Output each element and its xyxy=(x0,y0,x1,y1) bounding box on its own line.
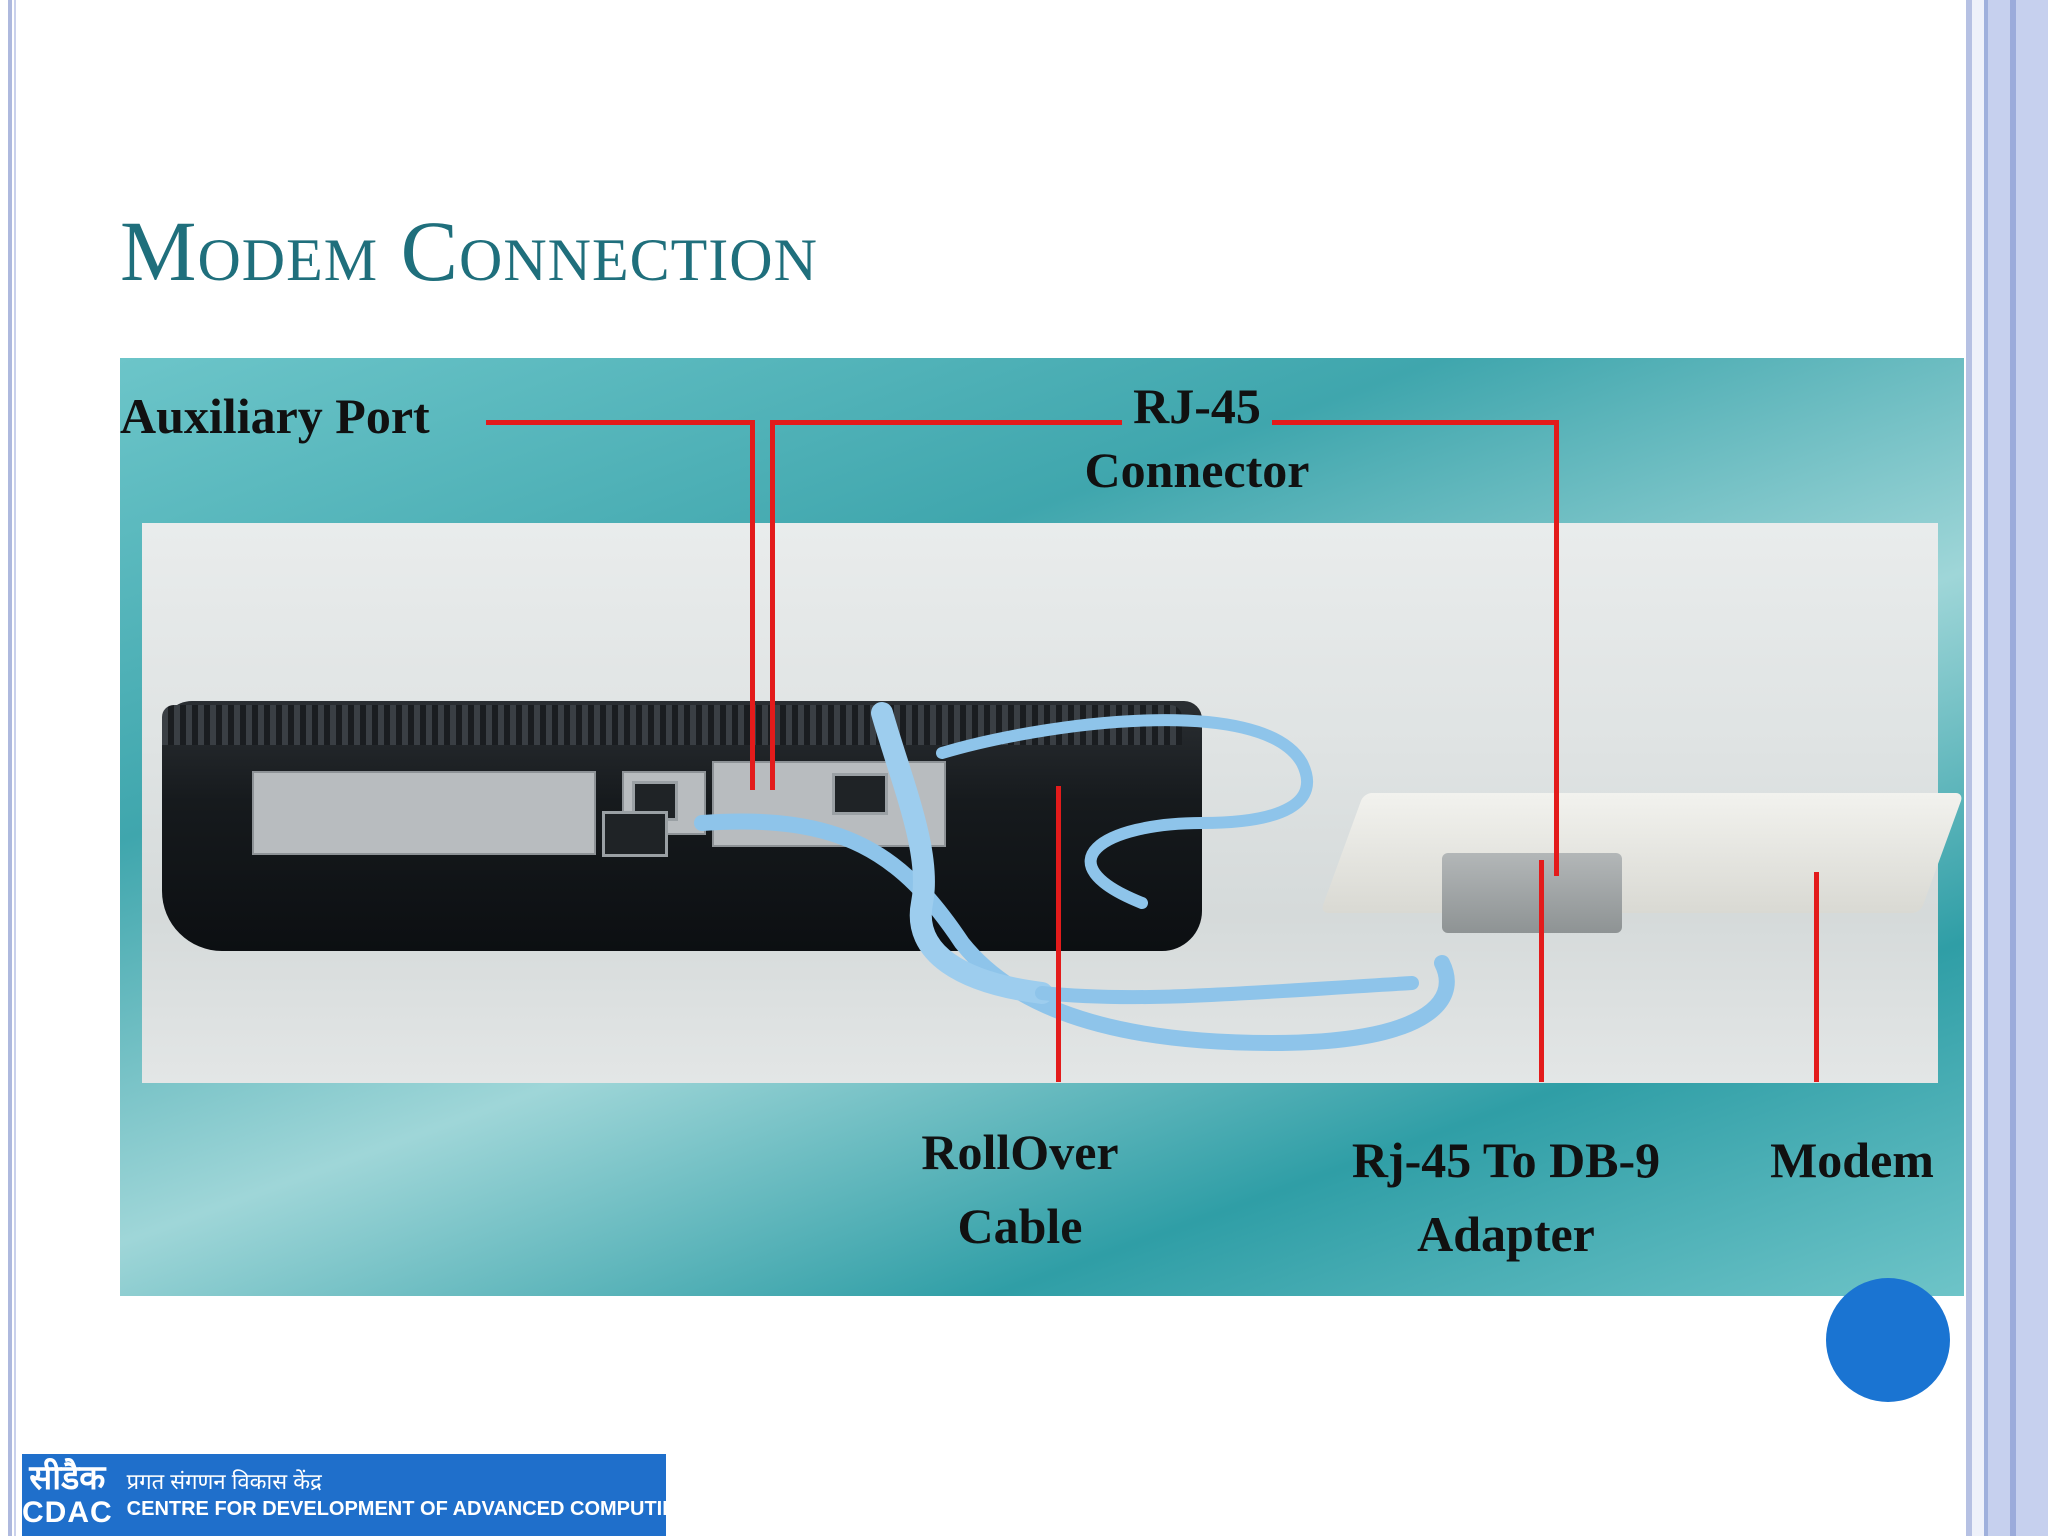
rj45-pointer-right-h xyxy=(1272,420,1558,425)
left-border xyxy=(8,0,12,1536)
cdac-logo-text: प्रगत संगणन विकास केंद्र CENTRE FOR DEVE… xyxy=(127,1467,693,1524)
rollover-cable xyxy=(694,702,1455,1052)
rollover-pointer xyxy=(1056,786,1061,1082)
aux-port-pointer-h xyxy=(486,420,754,425)
router-interface-card xyxy=(252,771,596,855)
decorative-circle xyxy=(1826,1278,1950,1402)
rj45-label-line1: RJ-45 xyxy=(1133,378,1261,434)
rj45-pointer-left-h xyxy=(770,420,1122,425)
ethernet-port xyxy=(602,811,668,857)
rj45-label-line2: Connector xyxy=(1084,442,1310,498)
adapter-pointer xyxy=(1539,860,1544,1082)
left-border-inner xyxy=(14,0,16,1536)
rj45-pointer-right-v xyxy=(1554,420,1559,876)
slide-title: Modem Connection xyxy=(120,203,818,299)
adapter-label-line1: Rj-45 To DB-9 xyxy=(1351,1132,1661,1188)
right-decorative-band xyxy=(1962,0,2048,1536)
modem-label: Modem xyxy=(1770,1132,1934,1188)
cdac-name-hindi: प्रगत संगणन विकास केंद्र xyxy=(126,1468,322,1494)
rj45-pointer-left-v xyxy=(770,420,775,790)
rollover-label-line2: Cable xyxy=(957,1198,1083,1254)
auxiliary-port-label: Auxiliary Port xyxy=(120,388,430,444)
right-band-line xyxy=(2010,0,2016,1536)
adapter-label-line2: Adapter xyxy=(1417,1206,1595,1262)
cdac-name-english: CENTRE FOR DEVELOPMENT OF ADVANCED COMPU… xyxy=(126,1498,693,1521)
modem-pointer xyxy=(1814,872,1819,1082)
modem-connection-figure: Auxiliary Port RJ-45 Connector RollOver … xyxy=(120,358,1964,1296)
cdac-logo-hindi: सीडैक xyxy=(29,1459,106,1498)
cdac-logo-mark: सीडैक CDAC xyxy=(22,1461,113,1528)
rj45-db9-adapter xyxy=(1442,853,1622,933)
rollover-label-line1: RollOver xyxy=(921,1124,1119,1180)
cdac-logo-english: CDAC xyxy=(22,1496,113,1530)
aux-port-pointer-v xyxy=(750,420,755,790)
rj45-port xyxy=(832,773,888,815)
equipment-photo xyxy=(142,523,1964,1083)
cdac-logo: सीडैक CDAC प्रगत संगणन विकास केंद्र CENT… xyxy=(22,1454,692,1536)
